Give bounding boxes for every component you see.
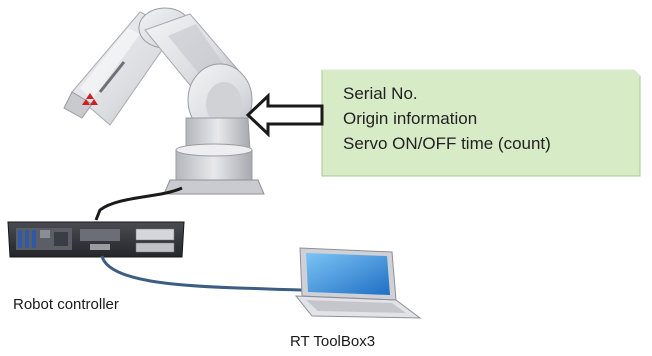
callout-text: Serial No. Origin information Servo ON/O… xyxy=(343,81,551,156)
controller-label: Robot controller xyxy=(13,296,119,313)
robot-arm xyxy=(63,7,265,195)
callout-line-serial: Serial No. xyxy=(343,84,418,103)
robot-cable xyxy=(94,186,183,221)
pointer-arrow xyxy=(245,92,324,138)
brand-logo xyxy=(82,61,126,105)
callout-line-servo: Servo ON/OFF time (count) xyxy=(343,134,551,153)
info-callout xyxy=(321,69,641,177)
callout-line-origin: Origin information xyxy=(343,109,478,128)
robot-controller xyxy=(7,221,185,258)
laptop-cable xyxy=(100,255,307,292)
laptop xyxy=(294,247,422,319)
toolbox-label: RT ToolBox3 xyxy=(290,333,376,350)
